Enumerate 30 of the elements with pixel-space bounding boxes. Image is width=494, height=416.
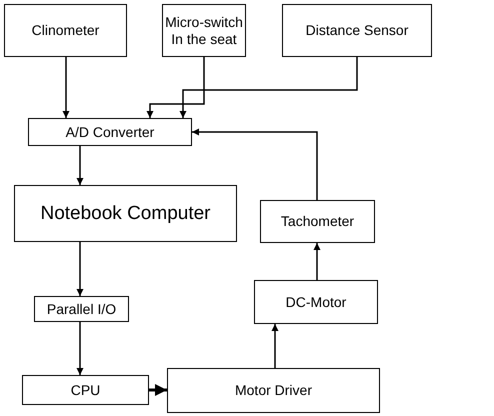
box-label: DC-Motor — [286, 294, 346, 310]
process-box — [254, 280, 378, 324]
box-label: Notebook Computer — [40, 202, 211, 224]
arrow — [76, 146, 84, 185]
process-box — [162, 4, 246, 57]
process-box — [167, 368, 380, 413]
arrow — [62, 57, 70, 118]
arrow — [314, 243, 320, 280]
arrow — [192, 128, 318, 200]
process-box — [22, 375, 149, 405]
box-label: A/D Converter — [66, 124, 154, 140]
process-box — [260, 200, 375, 243]
arrow — [149, 384, 167, 396]
process-box — [4, 4, 127, 57]
box-label: Parallel I/O — [46, 300, 116, 318]
box-label: Distance Sensor — [306, 22, 408, 39]
arrow — [180, 57, 358, 118]
box-label: Motor Driver — [234, 382, 312, 399]
box-label: CPU — [70, 382, 100, 398]
process-box — [34, 296, 129, 322]
arrow — [272, 324, 278, 368]
arrow — [146, 57, 205, 118]
box-label: Micro-switch In the seat — [164, 14, 244, 47]
process-box — [14, 185, 237, 242]
box-label: Tachometer — [280, 213, 354, 230]
process-box — [282, 4, 432, 57]
arrow — [76, 322, 84, 375]
process-box — [28, 118, 192, 146]
arrow — [76, 242, 84, 296]
box-label: Clinometer — [32, 22, 100, 39]
